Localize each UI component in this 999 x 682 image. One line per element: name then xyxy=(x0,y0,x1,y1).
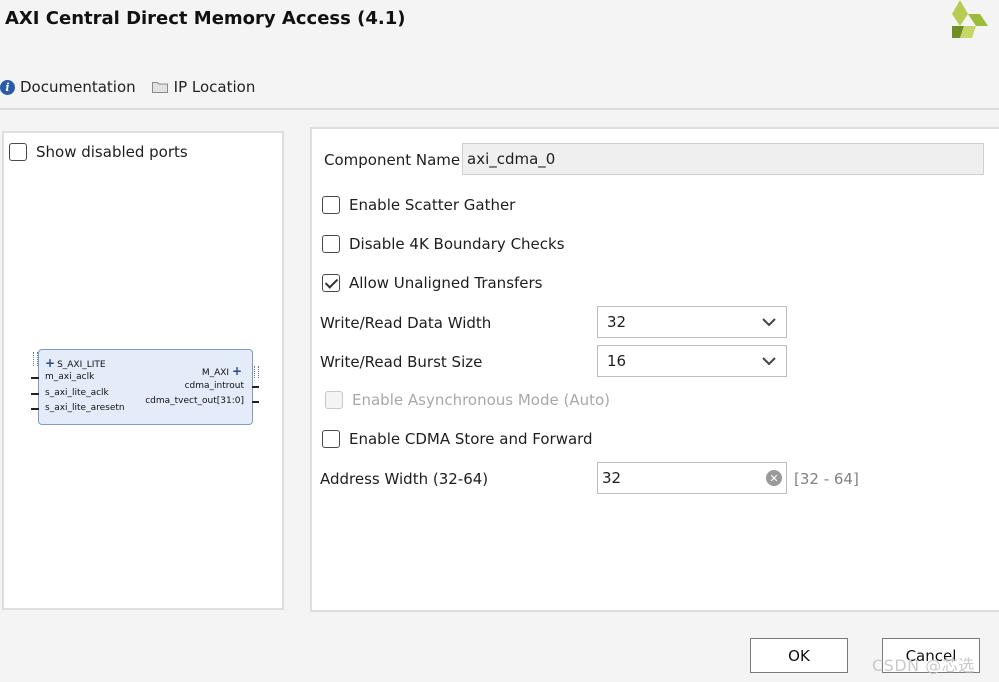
ip-block-symbol: +S_AXI_LITE m_axi_aclk s_axi_lite_aclk s… xyxy=(31,349,259,425)
disable-4k-boundary-label: Disable 4K Boundary Checks xyxy=(349,235,565,253)
xilinx-logo-icon xyxy=(952,0,988,38)
async-mode-checkbox: Enable Asynchronous Mode (Auto) xyxy=(325,391,610,409)
chevron-down-icon[interactable] xyxy=(762,356,776,366)
checkbox-box xyxy=(325,391,343,409)
ok-button[interactable]: OK xyxy=(750,638,848,673)
ip-location-label: IP Location xyxy=(173,78,256,96)
data-width-select[interactable]: 32 xyxy=(597,306,787,338)
check-icon[interactable] xyxy=(322,274,340,292)
show-disabled-ports-checkbox[interactable]: Show disabled ports xyxy=(9,143,188,161)
ip-location-button[interactable]: IP Location xyxy=(151,78,256,96)
port-m-axi-aclk: m_axi_aclk xyxy=(45,372,95,382)
data-width-label: Write/Read Data Width xyxy=(320,314,492,332)
burst-size-label: Write/Read Burst Size xyxy=(320,353,483,371)
enable-scatter-gather-label: Enable Scatter Gather xyxy=(349,196,516,214)
pin xyxy=(252,401,259,403)
folder-icon xyxy=(151,82,168,93)
async-mode-label: Enable Asynchronous Mode (Auto) xyxy=(352,391,611,409)
documentation-menu[interactable]: i Documentation xyxy=(0,78,136,96)
clear-icon[interactable]: ✕ xyxy=(766,470,782,486)
checkbox-box[interactable] xyxy=(322,196,340,214)
port-connector xyxy=(33,352,38,366)
pin xyxy=(252,386,259,388)
address-width-label: Address Width (32-64) xyxy=(320,470,489,488)
data-width-value: 32 xyxy=(607,313,627,331)
symbol-panel: Show disabled ports +S_AXI_LITE m_axi_ac… xyxy=(2,131,284,610)
port-m-axi[interactable]: M_AXI + xyxy=(201,364,242,378)
show-disabled-ports-label: Show disabled ports xyxy=(36,143,188,161)
toolbar-divider xyxy=(0,108,999,110)
address-width-input[interactable]: 32 ✕ xyxy=(597,462,787,494)
toolbar: i Documentation IP Location xyxy=(0,76,271,98)
address-width-value: 32 xyxy=(602,469,622,487)
chevron-down-icon[interactable] xyxy=(762,317,776,327)
info-icon: i xyxy=(0,79,15,95)
store-forward-label: Enable CDMA Store and Forward xyxy=(349,430,593,448)
checkbox-box[interactable] xyxy=(322,235,340,253)
port-connector xyxy=(254,366,259,378)
address-width-range: [32 - 64] xyxy=(794,470,859,488)
checkbox-box[interactable] xyxy=(322,430,340,448)
config-panel: Component Name axi_cdma_0 Enable Scatter… xyxy=(310,127,999,612)
disable-4k-boundary-checkbox[interactable]: Disable 4K Boundary Checks xyxy=(322,235,565,253)
cancel-button[interactable]: Cancel xyxy=(882,638,980,673)
pin xyxy=(31,408,39,410)
port-s-axi-lite[interactable]: +S_AXI_LITE xyxy=(45,356,106,370)
port-cdma-introut: cdma_introut xyxy=(184,381,244,391)
expand-icon[interactable]: + xyxy=(45,356,56,370)
enable-scatter-gather-checkbox[interactable]: Enable Scatter Gather xyxy=(322,196,515,214)
window-title: AXI Central Direct Memory Access (4.1) xyxy=(5,8,406,29)
allow-unaligned-checkbox[interactable]: Allow Unaligned Transfers xyxy=(322,274,543,292)
checkbox-box[interactable] xyxy=(9,143,27,161)
pin xyxy=(31,393,39,395)
component-name-label: Component Name xyxy=(324,151,461,169)
documentation-label: Documentation xyxy=(20,78,136,96)
component-name-input[interactable]: axi_cdma_0 xyxy=(462,143,984,175)
burst-size-value: 16 xyxy=(607,352,627,370)
port-s-axi-lite-aclk: s_axi_lite_aclk xyxy=(45,388,109,398)
expand-icon[interactable]: + xyxy=(231,364,242,378)
watermark: CSDN @芯选 xyxy=(872,656,975,675)
pin xyxy=(31,377,39,379)
store-forward-checkbox[interactable]: Enable CDMA Store and Forward xyxy=(322,430,593,448)
port-s-axi-lite-aresetn: s_axi_lite_aresetn xyxy=(45,403,125,413)
burst-size-select[interactable]: 16 xyxy=(597,345,787,377)
port-cdma-tvect-out: cdma_tvect_out[31:0] xyxy=(145,396,244,406)
allow-unaligned-label: Allow Unaligned Transfers xyxy=(349,274,543,292)
